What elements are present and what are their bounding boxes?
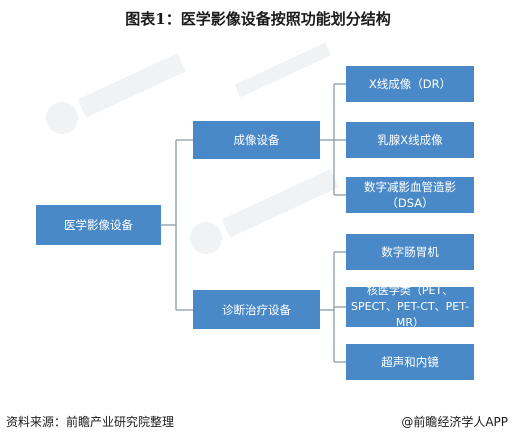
root-node: 医学影像设备 (36, 205, 161, 245)
leaf-node-label: 数字减影血管造影（DSA） (364, 180, 456, 210)
leaf-node-nuclear-medicine: 核医学类（PET、SPECT、PET-CT、PET-MR） (346, 284, 474, 329)
leaf-node-label: 核医学类（PET、SPECT、PET-CT、PET-MR） (351, 284, 469, 329)
source-note: 资料来源：前瞻产业研究院整理 (6, 415, 175, 429)
leaf-node-label: 超声和内镜 (381, 355, 439, 369)
leaf-node-mammography: 乳腺X线成像 (346, 122, 474, 158)
root-node-label: 医学影像设备 (64, 218, 133, 232)
leaf-node-dr: X线成像（DR） (346, 66, 474, 102)
credit-note: @前瞻经济学人APP (401, 415, 508, 429)
leaf-node-gastrointestinal: 数字肠胃机 (346, 234, 474, 270)
leaf-node-label: 乳腺X线成像 (377, 133, 443, 147)
leaf-node-ultrasound-endoscope: 超声和内镜 (346, 344, 474, 380)
branch-node-diagnosis-treatment: 诊断治疗设备 (193, 290, 320, 329)
branch-node-label: 诊断治疗设备 (222, 302, 291, 317)
leaf-node-label: 数字肠胃机 (381, 245, 439, 259)
branch-node-imaging: 成像设备 (193, 121, 320, 159)
leaf-node-label: X线成像（DR） (368, 77, 452, 91)
diagram-title: 图表1：医学影像设备按照功能划分结构 (125, 10, 391, 28)
branch-node-label: 成像设备 (233, 133, 280, 147)
leaf-node-dsa: 数字减影血管造影（DSA） (346, 177, 474, 213)
